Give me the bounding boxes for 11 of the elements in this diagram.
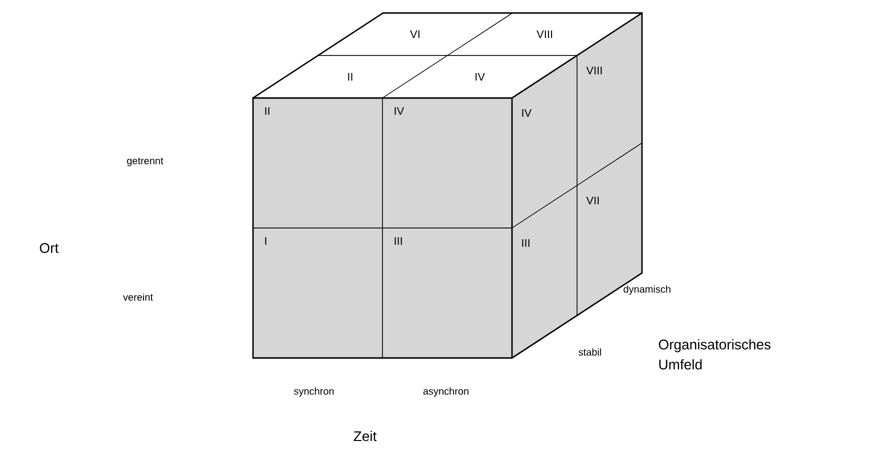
axis-label: Organisatorisches Umfeld [658,339,770,370]
cube-cell: I [252,228,383,358]
axis-label: vereint [123,293,153,301]
axis-label: Ort [40,243,59,253]
axis-label: asynchron [423,387,468,397]
cube-cell: IV [382,98,512,228]
axis-label: synchron [294,387,334,397]
axis-label: Zeit [354,430,377,442]
cube-cell: III [382,228,512,358]
axis-label: getrennt [127,158,164,166]
cube-cell: II [252,98,383,228]
